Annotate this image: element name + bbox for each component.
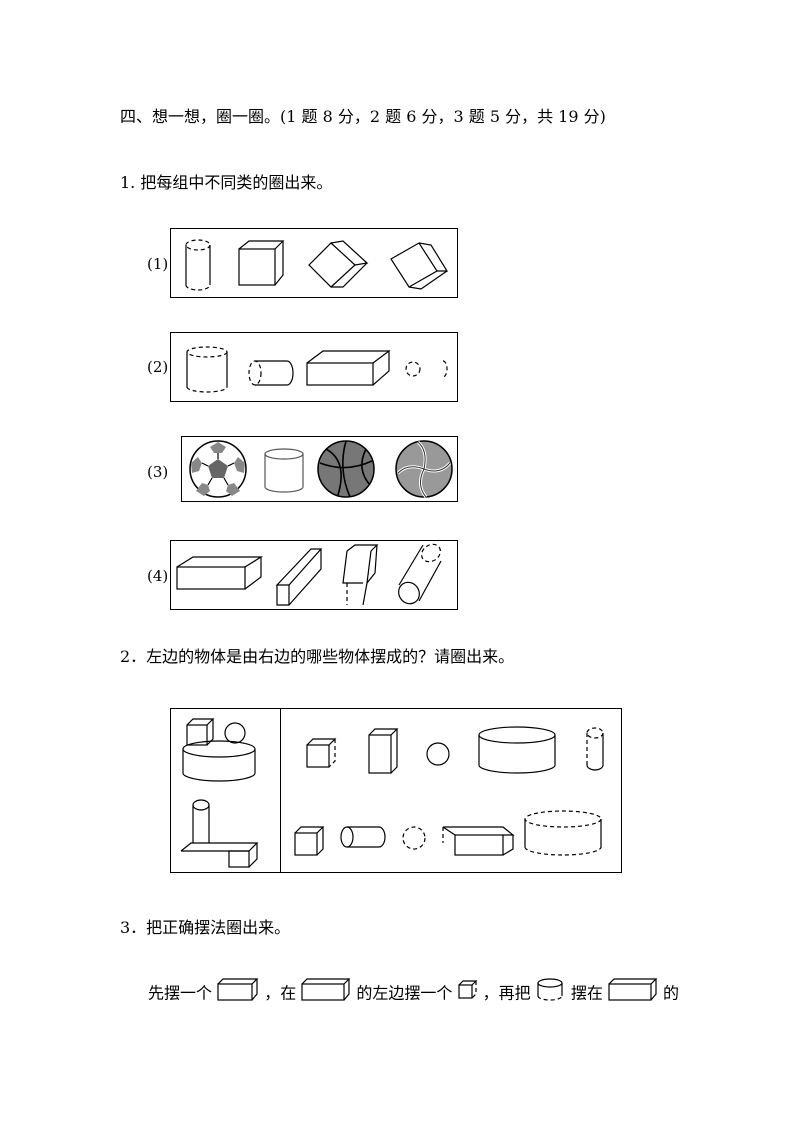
group-4-box <box>170 540 458 610</box>
question-2-divider <box>280 709 281 872</box>
cuboid-upright-icon[interactable] <box>341 543 381 607</box>
cylinder-icon[interactable] <box>262 447 306 497</box>
question-2-box <box>170 708 622 873</box>
cylinder-lying-icon[interactable] <box>247 359 297 389</box>
sentence-part-4: ，再把 <box>482 983 531 1003</box>
section-title: 四、想一想，圈一圈。(1 题 8 分，2 题 6 分，3 题 5 分，共 19 … <box>120 107 606 126</box>
cuboid-upright-icon[interactable] <box>367 727 401 777</box>
cuboid-icon <box>217 978 259 1001</box>
question-1-prompt: 1. 把每组中不同类的圈出来。 <box>120 173 333 192</box>
cuboid-icon <box>608 978 658 1001</box>
sphere-icon[interactable] <box>399 823 429 853</box>
composite-object-1 <box>182 718 256 782</box>
cuboid-flat-icon[interactable] <box>441 825 515 859</box>
cube-small-icon <box>457 980 477 999</box>
group-2-box <box>170 332 458 402</box>
cylinder-icon[interactable] <box>185 345 231 395</box>
composite-object-2 <box>180 799 259 868</box>
sphere-icon[interactable] <box>423 739 453 769</box>
volleyball-icon[interactable] <box>394 439 454 499</box>
cylinder-lying-icon[interactable] <box>339 825 389 855</box>
group-1-label: (1) <box>147 255 169 273</box>
sentence-part-5: 摆在 <box>570 983 603 1003</box>
soccer-ball-icon[interactable] <box>188 439 248 499</box>
cube-tilted-icon[interactable] <box>387 237 451 293</box>
cylinder-small-icon[interactable] <box>437 359 453 379</box>
group-4-label: (4) <box>147 567 169 585</box>
cuboid-icon[interactable] <box>175 555 265 595</box>
group-3-box <box>181 436 458 502</box>
sentence-part-1: 先摆一个 <box>148 983 213 1003</box>
cube-small-icon[interactable] <box>305 737 339 771</box>
cylinder-wide-icon[interactable] <box>477 725 559 777</box>
sphere-icon[interactable] <box>403 359 423 379</box>
cuboid-icon[interactable] <box>305 349 395 389</box>
question-2-prompt: 2．左边的物体是由右边的哪些物体摆成的？请圈出来。 <box>120 647 515 666</box>
sentence-part-3: 的左边摆一个 <box>356 983 453 1003</box>
group-3-label: (3) <box>147 463 169 481</box>
basketball-icon[interactable] <box>316 439 376 499</box>
cube-icon[interactable] <box>237 239 287 289</box>
group-1-box <box>170 228 458 298</box>
cuboid-tilted-icon[interactable] <box>275 543 335 607</box>
cylinder-tilted-icon[interactable] <box>395 541 445 607</box>
sentence-part-2: ，在 <box>264 983 297 1003</box>
question-3-sentence: 先摆一个 ，在 的左边摆一个 ，再把 摆在 的 <box>148 978 680 1004</box>
cuboid-icon <box>301 978 351 1001</box>
group-2-label: (2) <box>147 358 169 376</box>
cube-tilted-icon[interactable] <box>305 237 369 293</box>
cylinder-icon <box>537 978 563 1001</box>
question-3-prompt: 3．把正确摆法圈出来。 <box>120 918 291 937</box>
cylinder-wide-icon[interactable] <box>523 809 605 859</box>
cylinder-icon[interactable] <box>183 237 213 293</box>
sentence-part-6: 的 <box>663 983 680 1003</box>
cube-icon[interactable] <box>293 825 327 859</box>
cylinder-small-icon[interactable] <box>581 725 611 775</box>
